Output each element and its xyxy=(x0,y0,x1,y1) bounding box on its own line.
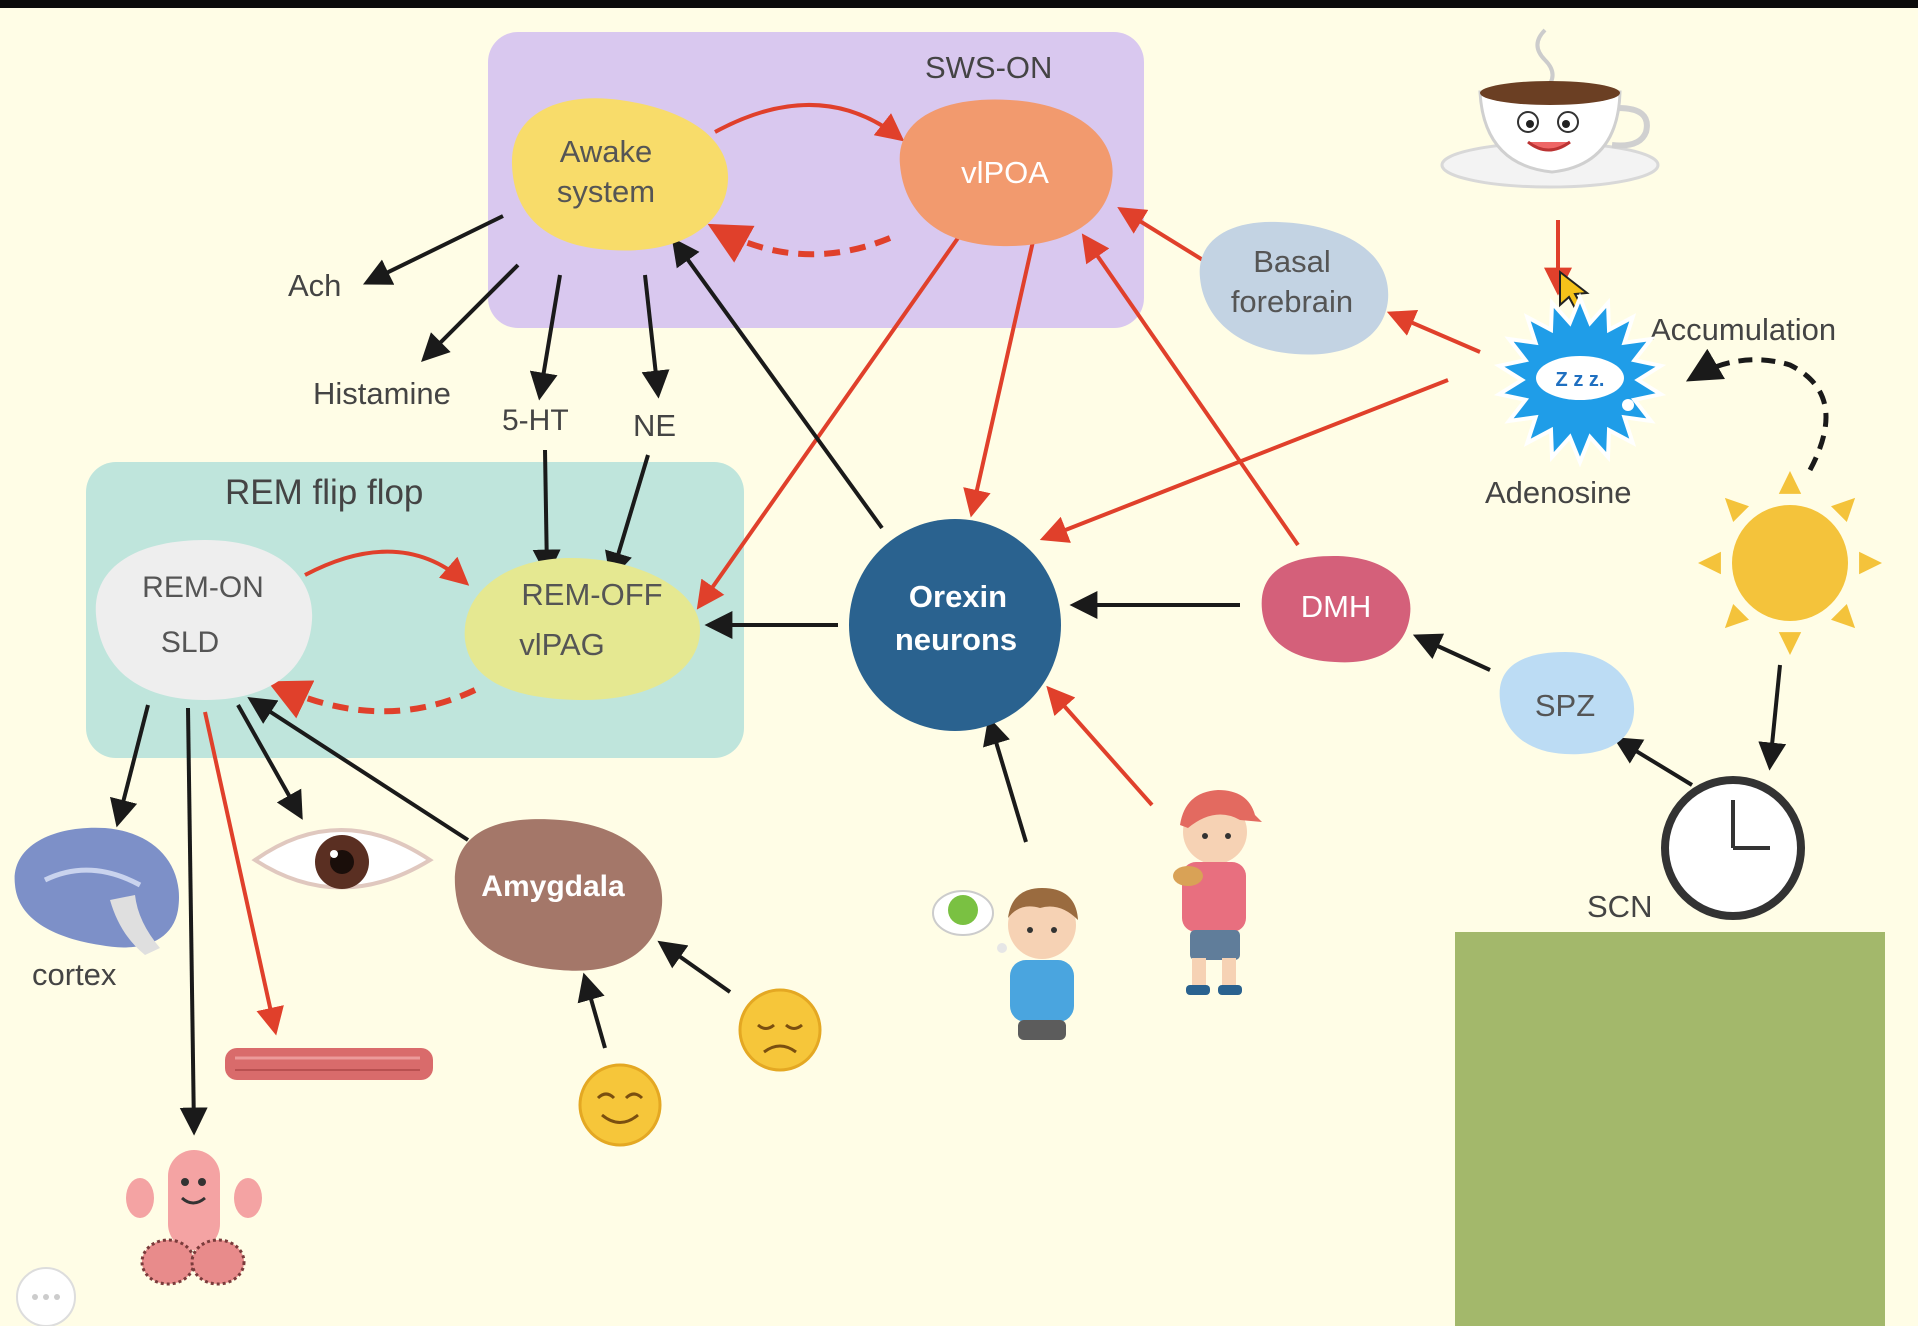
svg-text:system: system xyxy=(557,174,655,209)
chat-bubble-icon[interactable] xyxy=(16,1267,76,1326)
svg-text:REM-OFF: REM-OFF xyxy=(521,577,662,612)
arrow-remon-cortex xyxy=(110,704,150,828)
arrow-sun-scn xyxy=(1758,664,1787,771)
brain-icon xyxy=(14,827,180,955)
green-block xyxy=(1455,932,1885,1326)
svg-text:forebrain: forebrain xyxy=(1231,284,1353,319)
arrow-hunger-orexin xyxy=(983,716,1028,843)
arrows xyxy=(110,102,1829,1136)
label-adenosine: Adenosine xyxy=(1485,475,1632,510)
sun-ray xyxy=(1831,497,1856,522)
node-rem-on: REM-ON SLD xyxy=(95,540,313,700)
arrow-happy-amygdala xyxy=(577,972,607,1049)
arrow-vlpoa-awake-dashed xyxy=(707,223,892,263)
happy-face-icon xyxy=(578,1063,662,1147)
coffee-cup-icon xyxy=(1440,28,1660,189)
label-cortex: cortex xyxy=(32,957,117,992)
arrow-awake-ach xyxy=(362,214,504,285)
sun-ray xyxy=(1724,604,1749,629)
svg-text:Amygdala: Amygdala xyxy=(481,870,625,903)
arrow-awake-5ht xyxy=(529,274,562,401)
node-vlpoa: vlPOA xyxy=(899,99,1113,247)
label-5ht: 5-HT xyxy=(502,404,569,437)
svg-text:Z z z.: Z z z. xyxy=(1556,369,1605,391)
node-amygdala: Amygdala xyxy=(454,819,663,971)
svg-text:SPZ: SPZ xyxy=(1535,688,1595,723)
svg-text:vlPAG: vlPAG xyxy=(519,627,605,662)
svg-text:Basal: Basal xyxy=(1253,244,1331,279)
label-histamine: Histamine xyxy=(313,376,451,411)
arrow-adenosine-basal xyxy=(1386,310,1481,354)
svg-text:vlPOA: vlPOA xyxy=(961,155,1049,190)
node-orexin-neurons: Orexin neurons xyxy=(849,519,1061,731)
svg-text:Orexin: Orexin xyxy=(909,579,1007,614)
arrow-remon-remoff xyxy=(304,549,470,586)
arrow-orexin-awake xyxy=(671,237,884,530)
sun-ray xyxy=(1724,497,1749,522)
adenosine-starburst-icon: Z z z. xyxy=(1493,292,1667,468)
clock-icon xyxy=(1661,776,1805,920)
svg-text:DMH: DMH xyxy=(1301,589,1372,624)
node-dmh: DMH xyxy=(1261,555,1411,663)
node-spz: SPZ xyxy=(1499,652,1635,755)
sun-icon xyxy=(1698,471,1882,655)
node-awake-system: Awake system xyxy=(511,98,729,251)
arrow-sad-amygdala xyxy=(657,940,732,994)
svg-text:REM-ON: REM-ON xyxy=(142,571,264,604)
arrow-accumulation-dashed xyxy=(1685,348,1829,472)
svg-text:SLD: SLD xyxy=(161,626,219,659)
label-ne: NE xyxy=(633,408,676,443)
arrow-awake-vlpoa xyxy=(714,102,905,142)
sun-ray xyxy=(1859,551,1882,575)
arrow-5ht-remoff xyxy=(532,449,561,578)
arrow-adenosine-orexin xyxy=(1039,378,1449,543)
eating-boy-icon xyxy=(1173,790,1262,995)
arrow-eating-orexin xyxy=(1046,685,1154,807)
arrow-awake-ne xyxy=(641,274,670,399)
arrow-amygdala-remon xyxy=(247,696,470,842)
svg-text:neurons: neurons xyxy=(895,622,1017,657)
sws-on-title: SWS-ON xyxy=(925,50,1052,85)
sun-ray xyxy=(1831,604,1856,629)
arrow-awake-histamine xyxy=(421,263,520,362)
node-rem-off: REM-OFF vlPAG xyxy=(464,558,700,700)
arrow-ne-remoff xyxy=(605,454,650,581)
hungry-boy-icon xyxy=(932,888,1078,1040)
sad-face-icon xyxy=(738,988,822,1072)
svg-text:Awake: Awake xyxy=(560,134,653,169)
sun-ray xyxy=(1778,471,1802,494)
sun-ray xyxy=(1698,551,1721,575)
arrow-spz-dmh xyxy=(1412,633,1491,672)
genital-icon xyxy=(126,1150,262,1286)
arrow-scn-spz xyxy=(1613,737,1694,787)
rem-flip-flop-title: REM flip flop xyxy=(225,473,423,512)
arrow-vlpoa-remoff xyxy=(696,236,960,610)
arrow-remon-muscle xyxy=(203,711,284,1036)
arrow-dmh-vlpoa xyxy=(1081,233,1300,547)
node-basal-forebrain: Basal forebrain xyxy=(1199,221,1389,355)
arrow-vlpoa-orexin xyxy=(963,227,1038,518)
label-scn: SCN xyxy=(1587,889,1652,924)
label-accumulation: Accumulation xyxy=(1650,312,1836,347)
arrow-remon-genital xyxy=(179,707,208,1136)
eye-icon xyxy=(251,828,434,890)
muscle-icon xyxy=(225,1048,433,1080)
sun-ray xyxy=(1778,632,1802,655)
label-ach: Ach xyxy=(288,268,341,303)
